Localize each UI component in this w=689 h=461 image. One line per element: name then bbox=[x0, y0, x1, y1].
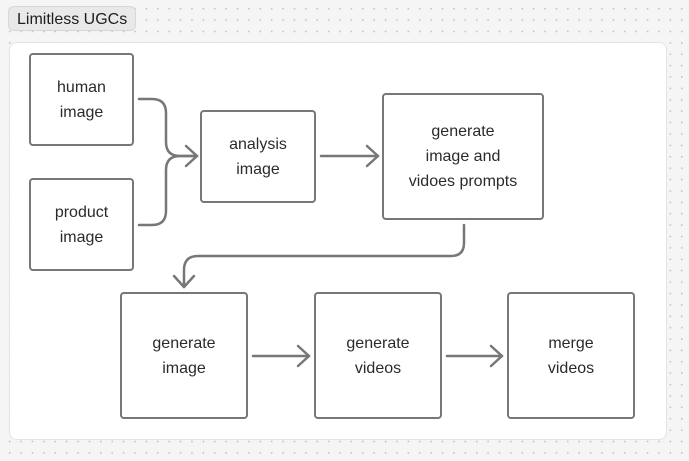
node-generate-prompts[interactable]: generate image and vidoes prompts bbox=[382, 93, 544, 220]
node-merge-videos[interactable]: merge videos bbox=[507, 292, 635, 419]
node-label: generate image bbox=[152, 334, 216, 377]
node-generate-videos[interactable]: generate videos bbox=[314, 292, 442, 419]
node-generate-image[interactable]: generate image bbox=[120, 292, 248, 419]
node-label: human image bbox=[57, 78, 106, 121]
node-human-image[interactable]: human image bbox=[29, 53, 134, 146]
group-label[interactable]: Limitless UGCs bbox=[8, 6, 137, 31]
node-label: generate image and vidoes prompts bbox=[408, 123, 518, 190]
node-analysis-image[interactable]: analysis image bbox=[200, 110, 316, 203]
node-label: product image bbox=[54, 203, 109, 246]
node-label: generate videos bbox=[346, 334, 410, 377]
node-product-image[interactable]: product image bbox=[29, 178, 134, 271]
node-label: merge videos bbox=[547, 334, 595, 377]
node-label: analysis image bbox=[229, 135, 287, 178]
